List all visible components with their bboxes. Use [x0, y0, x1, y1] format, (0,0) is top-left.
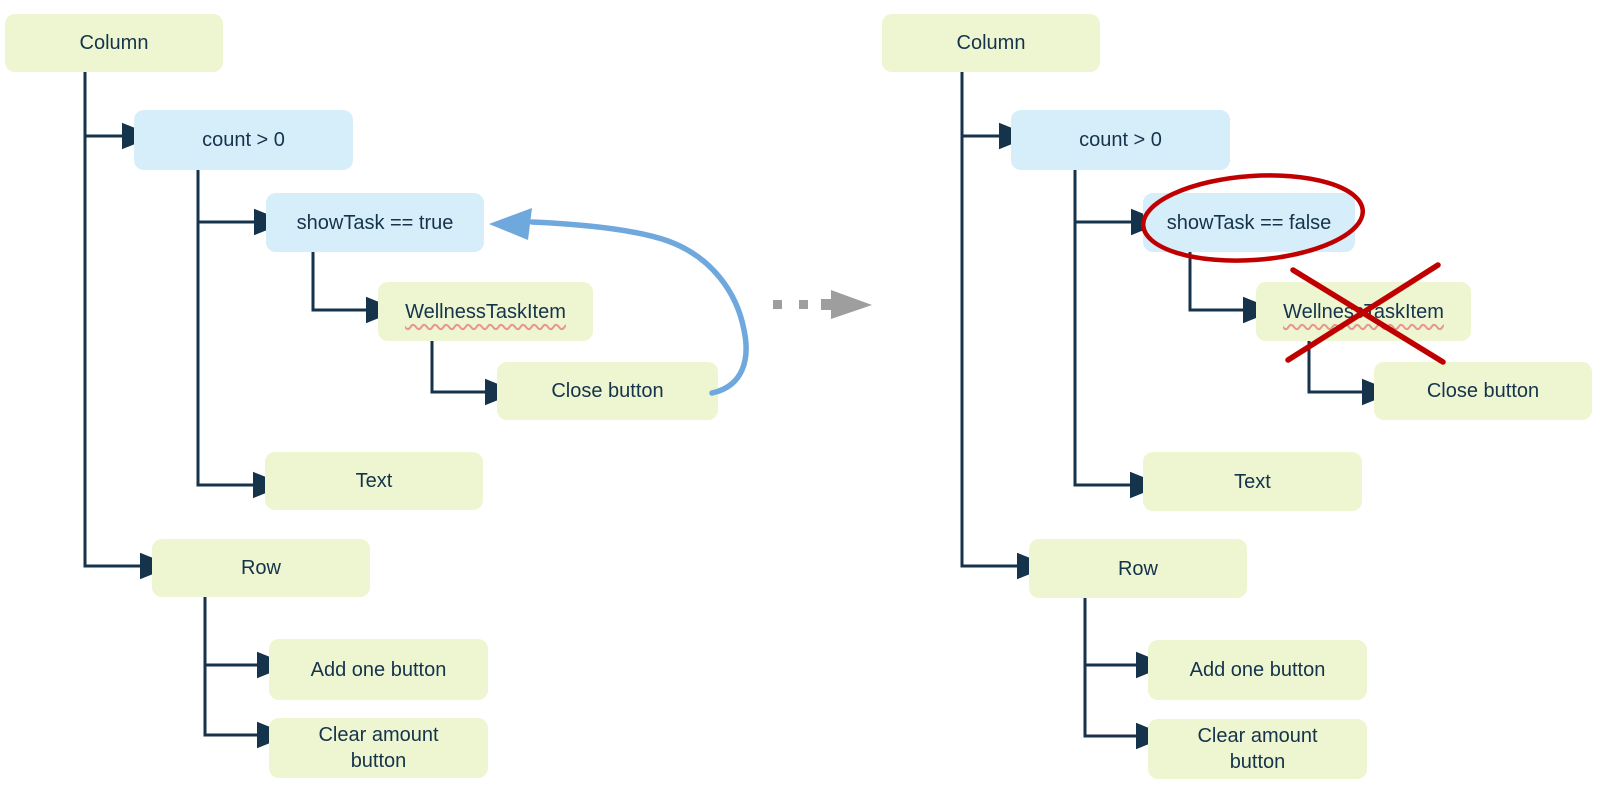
left-node-wellness-task-item: WellnessTaskItem [378, 282, 593, 341]
left-connector-showtask-to-wellness [311, 252, 399, 324]
right-connector-count-to-text [1073, 170, 1163, 499]
left-node-count-condition: count > 0 [134, 110, 353, 170]
left-connector-row-to-clear [203, 597, 290, 749]
right-node-text: Text [1143, 452, 1362, 511]
right-connector-column-to-row [960, 71, 1050, 580]
left-node-close-button: Close button [497, 362, 718, 420]
left-node-column: Column [5, 14, 223, 72]
right-node-add-one-button: Add one button [1148, 640, 1367, 700]
left-wellness-label: WellnessTaskItem [405, 300, 566, 323]
transition-dot [799, 300, 808, 309]
right-node-clear-amount-button: Clear amount button [1148, 719, 1367, 779]
transition-dot [821, 299, 833, 310]
right-node-close-button: Close button [1374, 362, 1592, 420]
transition-arrow-icon [773, 290, 872, 319]
left-connector-count-to-text [196, 170, 286, 499]
left-connector-column-to-row [83, 71, 173, 580]
right-node-showtask-condition: showTask == false [1143, 193, 1355, 252]
right-wellness-label: WellnessTaskItem [1283, 300, 1444, 323]
right-connector-showtask-to-wellness [1188, 252, 1276, 324]
right-tree-connectors [960, 71, 1395, 750]
left-node-text: Text [265, 452, 483, 510]
right-node-wellness-task-item: WellnessTaskItem [1256, 282, 1471, 341]
left-connector-wellness-to-close [430, 341, 518, 406]
left-node-showtask-condition: showTask == true [266, 193, 484, 252]
transition-dot [773, 300, 782, 309]
transition-arrowhead [831, 290, 872, 319]
right-connector-wellness-to-close [1307, 341, 1395, 406]
right-node-column: Column [882, 14, 1100, 72]
left-node-clear-amount-button: Clear amount button [269, 718, 488, 778]
right-connector-row-to-clear [1083, 598, 1169, 750]
left-tree-connectors [83, 71, 518, 749]
left-node-row: Row [152, 539, 370, 597]
loop-arrowhead [489, 208, 532, 240]
right-node-count-condition: count > 0 [1011, 110, 1230, 170]
right-node-row: Row [1029, 539, 1247, 598]
left-node-add-one-button: Add one button [269, 639, 488, 700]
